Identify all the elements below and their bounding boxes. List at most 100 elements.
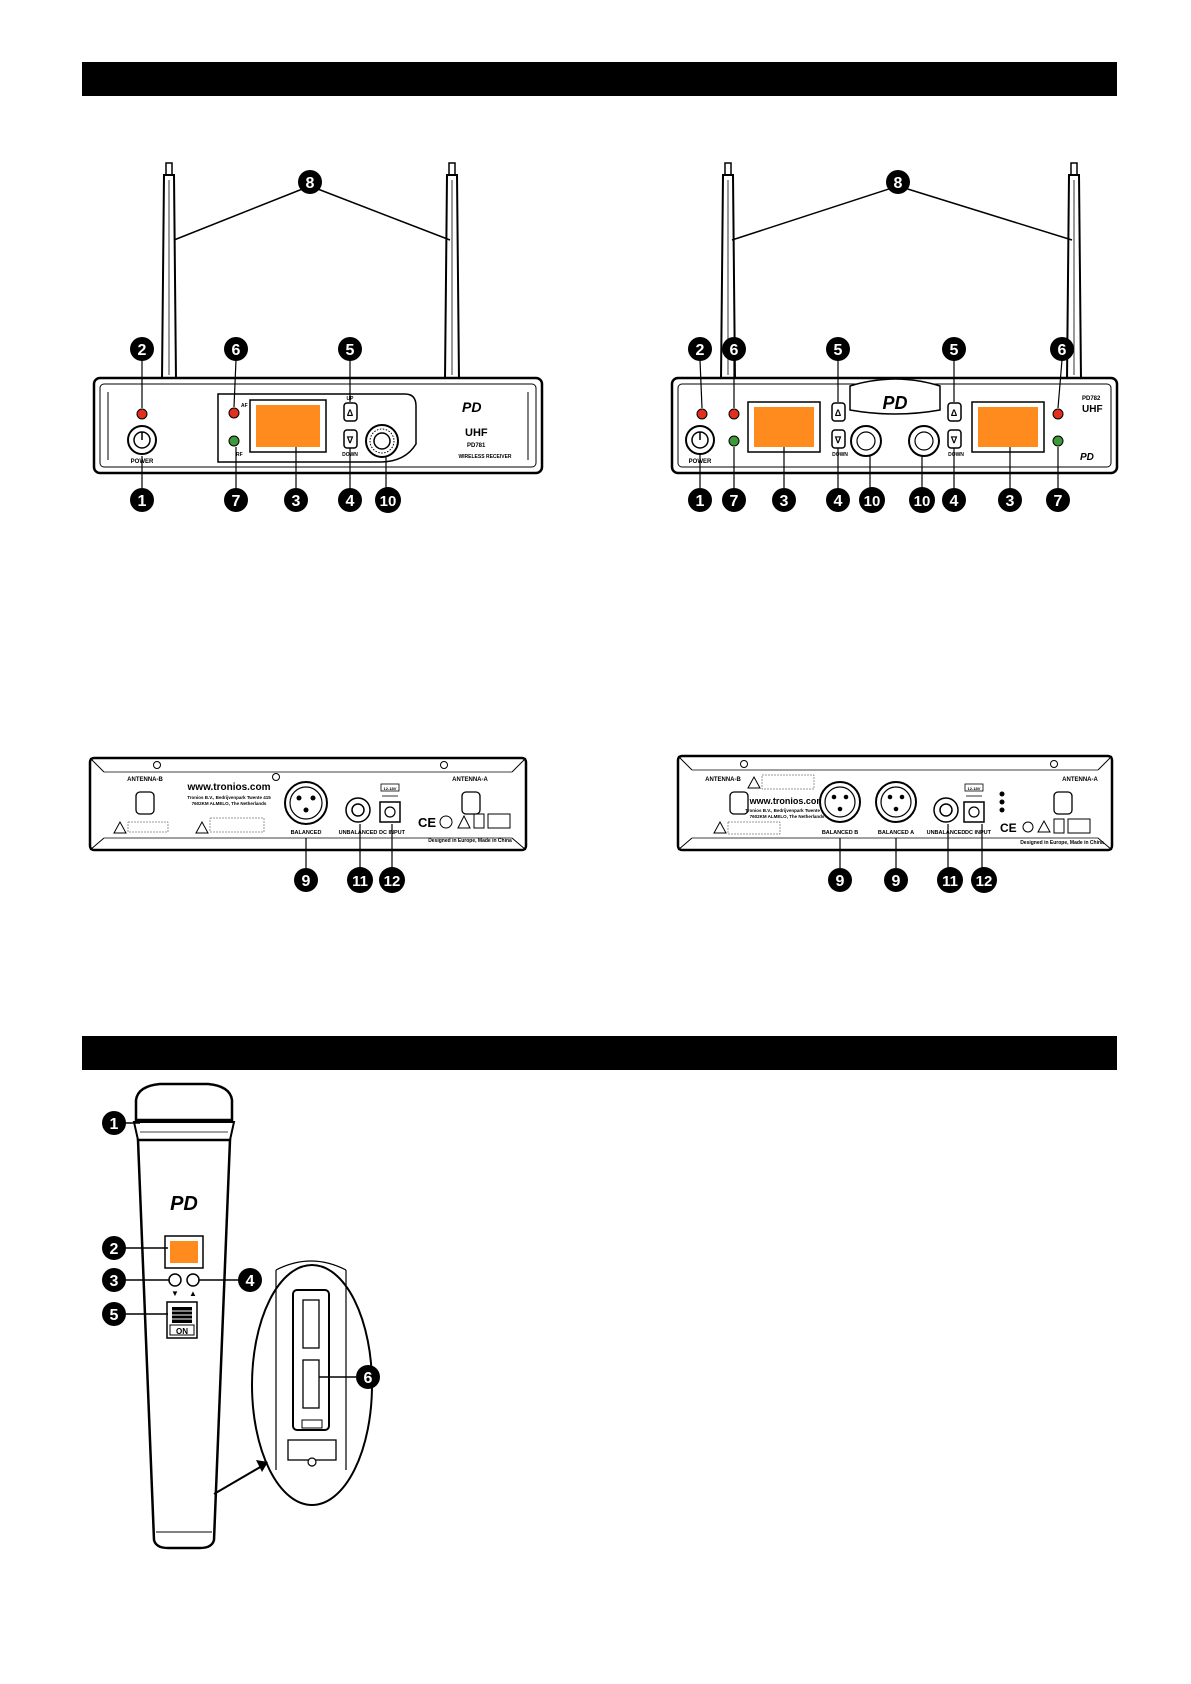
origin-text: Designed in Europe, Made in China <box>428 838 512 844</box>
up-button-b[interactable] <box>947 402 962 422</box>
ce-mark-dual: CE <box>1000 821 1017 835</box>
lcd-display-b <box>978 407 1038 447</box>
dc-spec-label: 12-18V <box>384 786 397 791</box>
balanced-b-label: BALANCED B <box>822 830 858 836</box>
svg-text:7: 7 <box>1054 493 1063 510</box>
svg-text:10: 10 <box>864 493 881 510</box>
svg-text:4: 4 <box>346 493 355 510</box>
lcd-display <box>256 405 320 447</box>
svg-text:9: 9 <box>836 873 845 890</box>
svg-text:∇: ∇ <box>950 435 958 445</box>
svg-text:10: 10 <box>380 493 397 510</box>
svg-text:4: 4 <box>950 493 959 510</box>
callout-6-dual-a: 6 <box>722 337 746 361</box>
svg-text:2: 2 <box>110 1241 119 1258</box>
svg-text:1: 1 <box>110 1116 119 1133</box>
microphone-grille <box>134 1082 234 1122</box>
callout-7-dual-b: 7 <box>1046 488 1070 512</box>
svg-text:Δ: Δ <box>835 408 842 418</box>
af-label: AF <box>241 403 248 409</box>
callout-4: 4 <box>338 488 362 512</box>
unbalanced-label-dual: UNBALANCED <box>927 830 966 836</box>
svg-text:12: 12 <box>976 873 993 890</box>
up-button[interactable] <box>343 402 358 422</box>
antenna-left <box>160 162 178 381</box>
origin-text-dual: Designed in Europe, Made in China <box>1020 840 1104 846</box>
mic-callout-5: 5 <box>102 1302 126 1326</box>
brand-logo-small: PD <box>1080 452 1094 463</box>
balanced-label: BALANCED <box>291 830 322 836</box>
antenna-b-connector <box>135 791 155 815</box>
dc-input-label-dual: DC INPUT <box>965 830 992 836</box>
address-line-2-dual: 7602KM ALMELO, The Netherlands <box>750 814 825 819</box>
callout-7: 7 <box>224 488 248 512</box>
callout-10-dual-b: 10 <box>909 487 935 513</box>
website-text-dual: www.tronios.com <box>749 796 825 806</box>
callout-5-dual-a: 5 <box>826 337 850 361</box>
brand-logo-dual: PD <box>882 393 907 413</box>
address-line-2: 7602KM ALMELO, The Netherlands <box>192 801 267 806</box>
callout-8-dual: 8 <box>886 170 910 194</box>
up-button-a[interactable] <box>831 402 846 422</box>
mic-callout-4: 4 <box>238 1268 262 1292</box>
antenna-b-label-dual: ANTENNA-B <box>705 777 741 783</box>
up-arrow-label: ▲ <box>189 1289 197 1298</box>
band-label: UHF <box>465 427 488 439</box>
svg-text:3: 3 <box>1006 493 1015 510</box>
mic-down-button[interactable] <box>168 1273 182 1287</box>
mic-up-button[interactable] <box>186 1273 200 1287</box>
microphone-logo: PD <box>170 1193 198 1215</box>
callout-3-dual-a: 3 <box>772 488 796 512</box>
receiver-single-front: POWER AF RF Δ UP ∇ DOWN PD UHF PD781 WIR… <box>92 162 544 513</box>
af-led <box>228 407 240 419</box>
svg-text:11: 11 <box>352 873 368 890</box>
svg-text:6: 6 <box>1058 342 1067 359</box>
mic-callout-6: 6 <box>356 1365 380 1389</box>
callout-9: 9 <box>294 868 318 892</box>
svg-text:3: 3 <box>292 493 301 510</box>
receiver-dual-front: PD POWER Δ ∇ DOWN Δ ∇ DOWN PD782 UHF PD <box>670 162 1119 513</box>
handheld-microphone: PD ▼ ▲ ON <box>102 1082 380 1550</box>
down-arrow-label: ▼ <box>171 1289 179 1298</box>
antenna-b-label: ANTENNA-B <box>127 777 163 783</box>
callout-3: 3 <box>284 488 308 512</box>
down-label-a: DOWN <box>832 452 848 458</box>
on-label: ON <box>176 1327 188 1336</box>
svg-text:9: 9 <box>302 873 311 890</box>
svg-text:1: 1 <box>138 493 147 510</box>
callout-1-dual: 1 <box>688 488 712 512</box>
svg-text:Δ: Δ <box>347 408 354 418</box>
dc-spec-label-dual: 12-18V <box>968 786 981 791</box>
svg-text:Δ: Δ <box>951 408 958 418</box>
unbalanced-label: UNBALANCED <box>339 830 378 836</box>
ce-mark: CE <box>418 815 436 830</box>
rf-led-a <box>728 435 740 447</box>
af-led-b <box>1052 408 1064 420</box>
balanced-a-label: BALANCED A <box>878 830 914 836</box>
svg-text:6: 6 <box>364 1370 373 1387</box>
antenna-a-label-dual: ANTENNA-A <box>1062 777 1098 783</box>
mic-callout-2: 2 <box>102 1236 126 1260</box>
website-text: www.tronios.com <box>187 782 271 793</box>
callout-10: 10 <box>375 487 401 513</box>
callout-12: 12 <box>379 867 405 893</box>
antenna-b-connector-dual <box>729 791 749 815</box>
callout-9-dual-b: 9 <box>828 868 852 892</box>
svg-text:6: 6 <box>730 342 739 359</box>
antenna-a-label: ANTENNA-A <box>452 777 488 783</box>
rf-led <box>228 435 240 447</box>
svg-text:11: 11 <box>942 873 958 890</box>
microphone-body <box>136 1138 232 1550</box>
antenna-a-connector-dual <box>1053 791 1073 815</box>
band-label-dual: UHF <box>1082 404 1103 415</box>
antenna-a-connector <box>461 791 481 815</box>
subtitle-label: WIRELESS RECEIVER <box>458 454 511 460</box>
rf-led-b <box>1052 435 1064 447</box>
svg-text:12: 12 <box>384 873 401 890</box>
down-label-b: DOWN <box>948 452 964 458</box>
svg-text:∇: ∇ <box>834 435 842 445</box>
callout-1: 1 <box>130 488 154 512</box>
antenna-right <box>443 162 461 381</box>
microphone-display <box>170 1241 198 1263</box>
